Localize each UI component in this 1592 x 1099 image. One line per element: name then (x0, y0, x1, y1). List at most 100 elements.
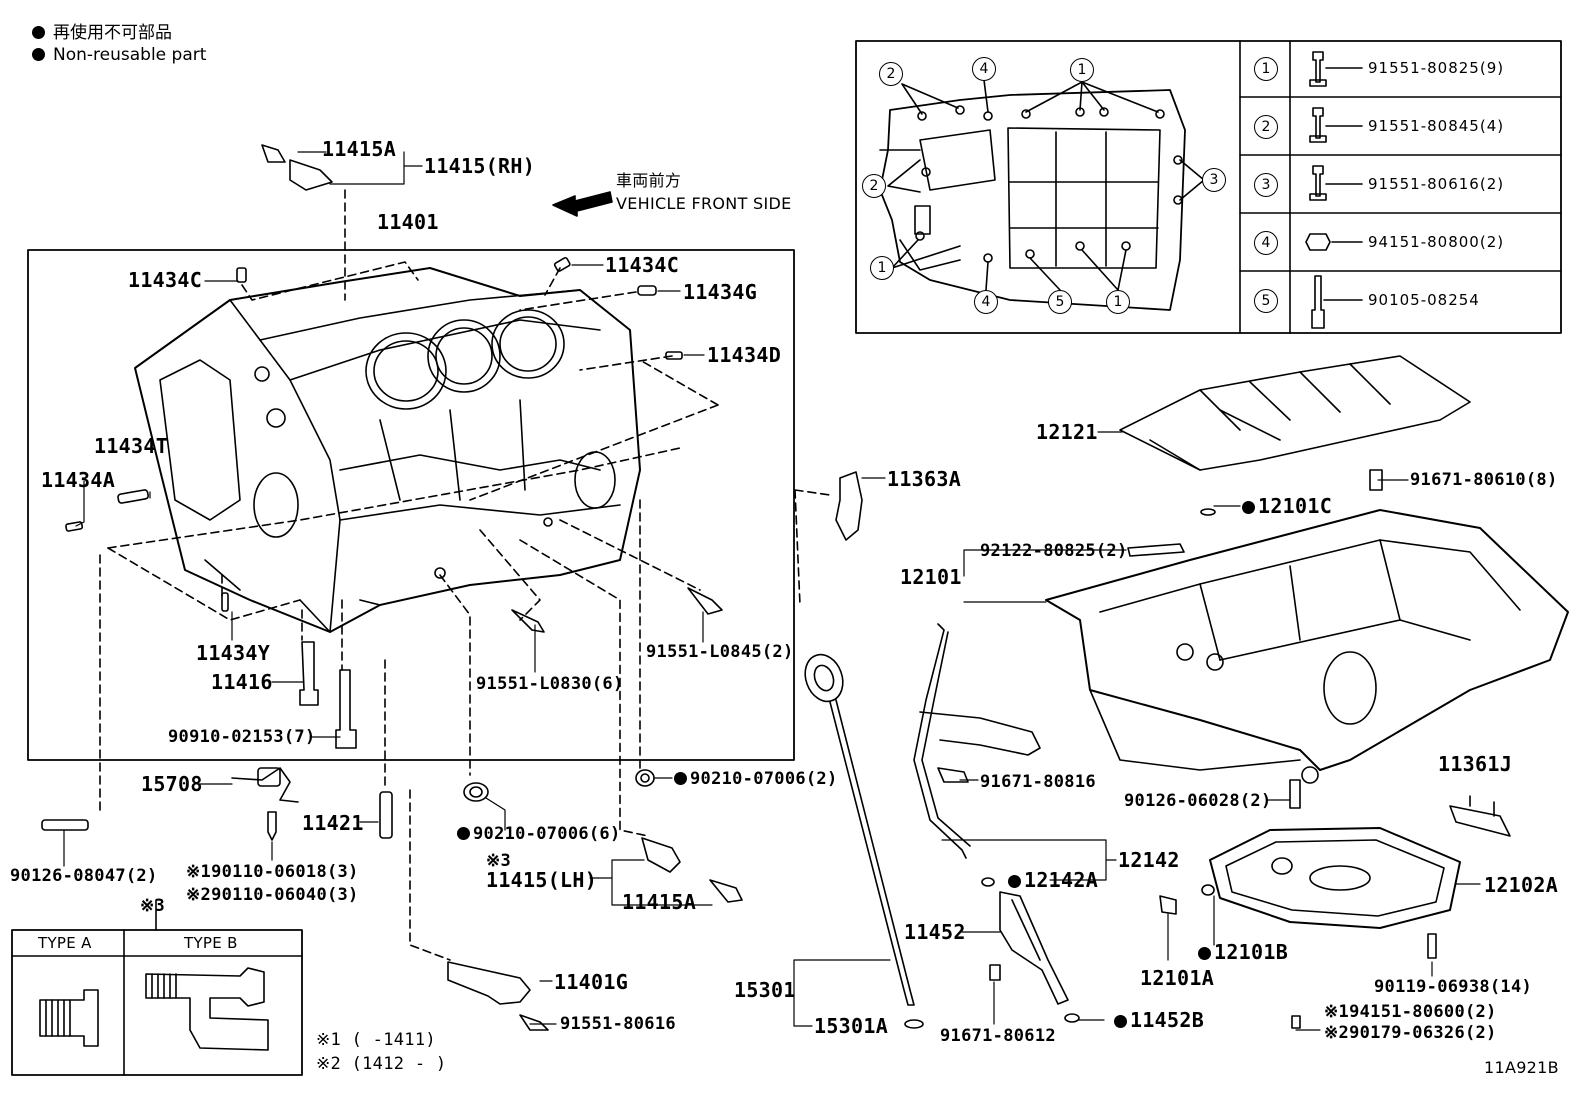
part-label-11452b[interactable]: 11452B (1114, 1008, 1204, 1032)
inset-callout-4: 4 (972, 57, 996, 81)
legend: 再使用不可部品 Non-reusable part (32, 22, 206, 66)
part-label-11415-lh[interactable]: 11415(LH) (486, 868, 598, 892)
part-label-11434y[interactable]: 11434Y (196, 641, 271, 665)
oil-level-gauge-15301-drawing (804, 653, 924, 1029)
bolt-table-part-2[interactable]: 91551-80845(4) (1368, 117, 1505, 135)
bolt-table-no-1: 1 (1254, 57, 1278, 81)
part-label-11434g[interactable]: 11434G (683, 280, 758, 304)
non-reusable-dot-icon (1198, 947, 1211, 960)
part-label-11434a[interactable]: 11434A (41, 468, 116, 492)
label-leader-lines (63, 151, 1481, 1031)
inset-callout-1: 1 (870, 256, 894, 280)
part-label-12121[interactable]: 12121 (1036, 420, 1098, 444)
year-note-1: ※1 ( -1411) (316, 1030, 436, 1050)
part-label-11401[interactable]: 11401 (377, 210, 439, 234)
inset-callout-2: 2 (879, 62, 903, 86)
part-label-12142a[interactable]: 12142A (1008, 868, 1098, 892)
plug-type-table (11, 899, 303, 1076)
diagram-code: 11A921B (1484, 1058, 1559, 1077)
part-label-11421[interactable]: 11421 (302, 811, 364, 835)
part-label-90119-06938[interactable]: 90119-06938(14) (1374, 977, 1533, 997)
part-label-90126-08047[interactable]: 90126-08047(2) (10, 866, 158, 886)
part-label-12101b[interactable]: 12101B (1198, 940, 1288, 964)
non-reusable-dot-icon (1008, 875, 1021, 888)
type-ref-mark-b: ※3 (486, 851, 512, 871)
cylinder-block-group-box (27, 249, 795, 761)
part-label-12142[interactable]: 12142 (1118, 848, 1180, 872)
part-label-12102a[interactable]: 12102A (1484, 873, 1559, 897)
part-label-11434c-right[interactable]: 11434C (605, 253, 680, 277)
oil-strainer-and-guide-drawing (913, 623, 1080, 1023)
block-leader-lines (99, 189, 831, 961)
part-label-11415a-top[interactable]: 11415A (322, 137, 397, 161)
legend-en: Non-reusable part (32, 44, 206, 66)
bolt-table-no-3: 3 (1254, 173, 1278, 197)
bolt-table-no-5: 5 (1254, 289, 1278, 313)
part-label-11361j[interactable]: 11361J (1438, 752, 1513, 776)
non-reusable-dot-icon (1242, 501, 1255, 514)
part-label-91551-l0830[interactable]: 91551-L0830(6) (476, 674, 624, 694)
bolt-table-part-4[interactable]: 94151-80800(2) (1368, 233, 1505, 251)
cylinder-block-11401-drawing (134, 267, 641, 633)
part-label-90110-06018[interactable]: ※190110-06018(3) (186, 862, 359, 882)
baffle-plate-12121-drawing (1119, 355, 1471, 491)
direction-jp: 車両前方 (616, 171, 682, 190)
type-ref-mark-a: ※3 (140, 896, 166, 916)
part-label-15301a[interactable]: 15301A (814, 1014, 889, 1038)
part-label-90110-06040[interactable]: ※290110-06040(3) (186, 885, 359, 905)
part-label-11363a[interactable]: 11363A (887, 467, 962, 491)
part-label-92122-80825[interactable]: 92122-80825(2) (980, 541, 1128, 561)
part-label-11452[interactable]: 11452 (904, 920, 966, 944)
inset-callout-1: 1 (1070, 58, 1094, 82)
part-label-11434c-left[interactable]: 11434C (128, 268, 203, 292)
part-label-11415a-bottom[interactable]: 11415A (622, 890, 697, 914)
inset-callout-1: 1 (1106, 290, 1130, 314)
inset-callout-4: 4 (974, 290, 998, 314)
bolt-table-part-5[interactable]: 90105-08254 (1368, 291, 1480, 309)
non-reusable-dot-icon (1114, 1015, 1127, 1028)
inset-callout-3: 3 (1202, 168, 1226, 192)
bolt-location-inset (855, 40, 1562, 334)
small-part-icons (41, 144, 863, 1031)
oil-pan-12101-drawing (1045, 508, 1569, 784)
non-reusable-dot-icon (32, 48, 45, 61)
part-label-11416[interactable]: 11416 (211, 670, 273, 694)
oil-pan-no2-12102a-drawing (1159, 779, 1511, 1029)
part-label-91671-80816[interactable]: 91671-80816 (980, 772, 1096, 792)
bolt-table-no-4: 4 (1254, 231, 1278, 255)
part-label-91671-80610[interactable]: 91671-80610(8) (1410, 470, 1558, 490)
part-label-11434d[interactable]: 11434D (707, 343, 782, 367)
part-label-90179-06326[interactable]: ※290179-06326(2) (1324, 1023, 1497, 1043)
type-b-header: TYPE B (184, 934, 238, 952)
front-direction-arrow-icon (552, 191, 613, 217)
part-label-90210-07006-2[interactable]: 90210-07006(2) (674, 769, 838, 789)
bolt-table-no-2: 2 (1254, 115, 1278, 139)
non-reusable-dot-icon (32, 26, 45, 39)
year-note-2: ※2 (1412 - ) (316, 1054, 447, 1074)
part-label-11434t[interactable]: 11434T (94, 434, 169, 458)
inset-callout-2: 2 (862, 174, 886, 198)
part-label-15301[interactable]: 15301 (734, 978, 796, 1002)
bolt-table-part-1[interactable]: 91551-80825(9) (1368, 59, 1505, 77)
part-label-15708[interactable]: 15708 (141, 772, 203, 796)
part-label-91551-l0845[interactable]: 91551-L0845(2) (646, 642, 794, 662)
part-label-12101a[interactable]: 12101A (1140, 966, 1215, 990)
inset-callout-5: 5 (1048, 290, 1072, 314)
part-label-91671-80612[interactable]: 91671-80612 (940, 1026, 1056, 1046)
part-label-90126-06028[interactable]: 90126-06028(2) (1124, 791, 1272, 811)
direction-en: VEHICLE FRONT SIDE (616, 194, 792, 213)
part-label-90210-07006-6[interactable]: 90210-07006(6) (457, 824, 621, 844)
part-label-11415-rh[interactable]: 11415(RH) (424, 154, 536, 178)
non-reusable-dot-icon (674, 772, 687, 785)
part-label-90910-02153[interactable]: 90910-02153(7) (168, 727, 316, 747)
part-label-11401g[interactable]: 11401G (554, 970, 629, 994)
part-label-12101[interactable]: 12101 (900, 565, 962, 589)
part-label-94151-80600[interactable]: ※194151-80600(2) (1324, 1002, 1497, 1022)
part-label-12101c[interactable]: 12101C (1242, 494, 1332, 518)
type-a-header: TYPE A (38, 934, 92, 952)
non-reusable-dot-icon (457, 827, 470, 840)
bolt-table-part-3[interactable]: 91551-80616(2) (1368, 175, 1505, 193)
part-label-91551-80616[interactable]: 91551-80616 (560, 1014, 676, 1034)
